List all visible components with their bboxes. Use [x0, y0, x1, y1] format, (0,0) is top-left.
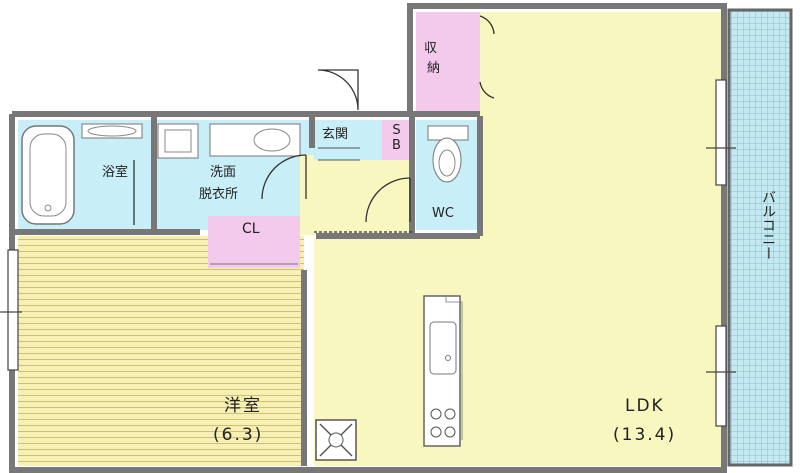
bathroom: [18, 120, 154, 230]
storage-label-2: 納: [427, 61, 441, 76]
washroom-label-line2: 脱衣所: [199, 187, 239, 202]
balcony: [727, 8, 793, 467]
entrance-steps: [318, 147, 360, 161]
western-room-name: 洋室: [224, 396, 262, 416]
bathroom-label: 浴室: [102, 165, 129, 180]
walls: [9, 3, 727, 473]
storage-closet: [416, 12, 480, 112]
western-room-size: (6.3): [213, 425, 264, 445]
ldk-size: (13.4): [613, 425, 677, 445]
entrance: [314, 120, 410, 160]
hallway: [300, 155, 410, 235]
western-room: [18, 236, 304, 466]
balcony-label: バルコニー: [760, 190, 776, 260]
toilet-label: WC: [432, 206, 454, 221]
ldk-room: [314, 12, 721, 466]
entrance-label: 玄関: [322, 127, 349, 142]
western-window: [0, 249, 22, 371]
doors: [133, 15, 495, 233]
washroom: [154, 120, 314, 230]
kitchen-counter: [423, 295, 463, 447]
closet-label: CL: [242, 221, 260, 237]
shoe-box-label: SB: [389, 123, 404, 153]
storage-label: 収: [424, 41, 438, 56]
refrigerator-space: [315, 419, 357, 461]
balcony-windows: [706, 79, 736, 427]
ldk-name: LDK: [625, 396, 665, 416]
cl-closet: [208, 216, 300, 268]
washroom-label-line1: 洗面: [210, 165, 237, 180]
toilet-room: [416, 120, 480, 230]
